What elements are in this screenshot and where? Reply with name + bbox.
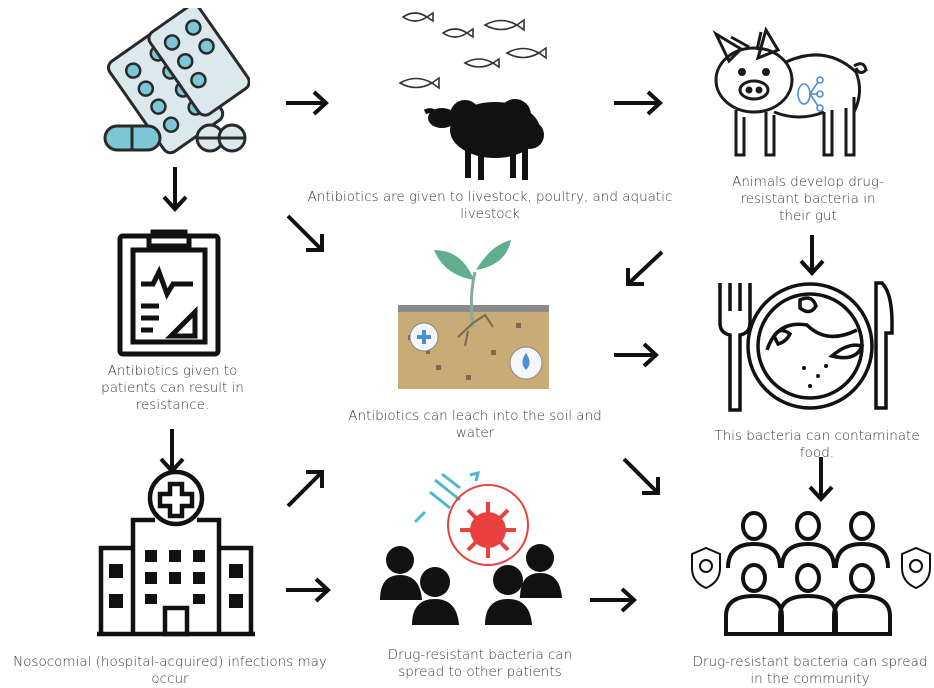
arrow-pills-to-soil <box>286 214 324 252</box>
arrow-plate-to-community <box>808 457 834 502</box>
caption-food: This bacteria can contaminate food. <box>714 428 920 461</box>
arrow-livestock-to-pig <box>614 90 663 116</box>
caption-patients: Antibiotics given to patients can result… <box>101 363 244 413</box>
shield-icon <box>691 546 721 590</box>
shield-icon <box>901 546 931 590</box>
arrow-soil-to-plate <box>614 342 659 368</box>
arrow-pills-to-livestock <box>286 90 329 116</box>
caption-hospital: Nosocomial (hospital-acquired) infection… <box>13 654 327 687</box>
soil-plant-icon <box>398 240 549 389</box>
caption-livestock: Antibiotics are given to livestock, poul… <box>307 189 673 222</box>
arrow-hospital-to-patients <box>286 577 331 603</box>
plate-icon <box>718 281 894 412</box>
community-icon <box>691 511 931 636</box>
pills-icon <box>103 8 250 155</box>
patients-virus-icon <box>380 470 562 625</box>
arrow-patients-to-community <box>590 587 637 613</box>
arrow-hospital-to-soil <box>286 470 324 508</box>
clipboard-icon <box>117 229 221 357</box>
sheep-icon <box>423 99 544 180</box>
arrow-pills-to-patients <box>162 167 188 212</box>
hospital-icon <box>97 469 255 637</box>
pig-icon <box>712 26 868 157</box>
arrow-soil-to-community <box>622 457 660 495</box>
caption-gut-bacteria: Animals develop drug-resistant bacteria … <box>732 174 884 224</box>
caption-spread-patients: Drug-resistant bacteria can spread to ot… <box>387 647 573 680</box>
caption-community: Drug-resistant bacteria can spread in th… <box>692 654 928 687</box>
caption-soil-water: Antibiotics can leach into the soil and … <box>348 408 602 441</box>
arrow-pig-to-plate <box>799 235 825 276</box>
arrow-pig-to-soil <box>626 250 664 286</box>
fish-icon <box>398 11 547 90</box>
arrow-patients-to-hospital <box>159 429 185 474</box>
